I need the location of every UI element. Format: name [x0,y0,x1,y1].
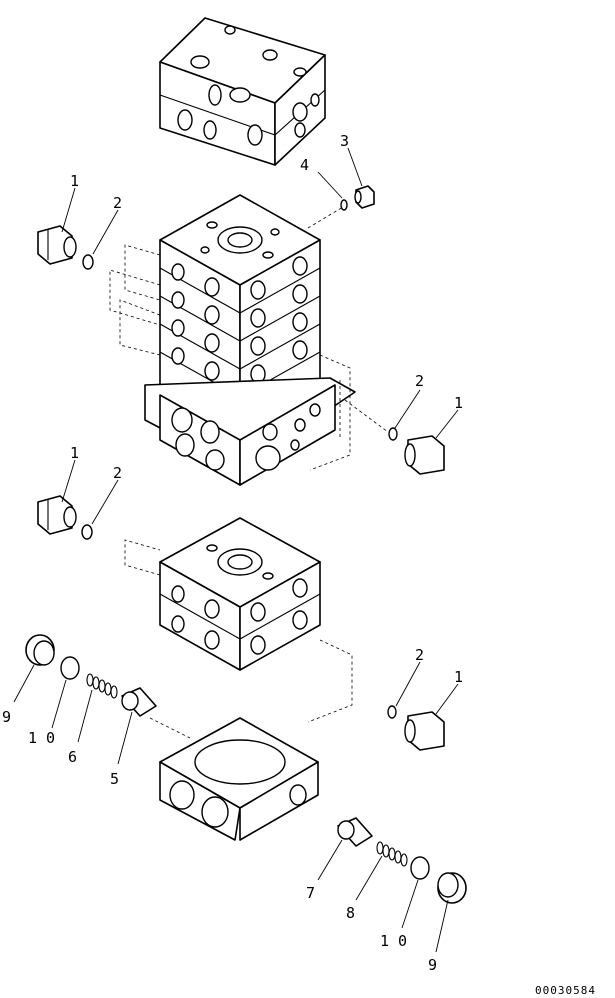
assembly-dashed-lines-main [109,206,389,471]
o-ring-part4 [340,199,348,211]
plug-part1-right-lower [404,711,445,751]
callout-1-lower-left: 1 [70,444,79,462]
callout-labels: 1 2 3 4 2 1 1 2 9 1 0 6 5 2 1 7 8 1 0 9 [2,132,463,974]
plug-part1-right-upper [404,435,445,475]
spring-part6 [86,673,118,699]
drawing-number: 00030584 [535,984,596,997]
callout-2-lower-left: 2 [113,464,122,482]
spring-part8 [376,841,408,867]
callout-1-upper-left: 1 [70,172,79,190]
o-ring-part2-c [81,524,93,540]
callout-1-right-upper: 1 [454,394,463,412]
plug-part9-right [437,872,467,904]
assembly-dashed-lines-middle [124,539,353,739]
o-ring-part2-b [388,427,398,441]
plug-part1-lower-left [37,495,77,535]
plug-part1-upper-left [37,225,77,265]
callout-9-right: 9 [428,956,437,974]
callout-8: 8 [346,904,355,922]
inlet-section [144,377,356,486]
callout-6: 6 [68,748,77,766]
callout-1-right-lower: 1 [454,668,463,686]
o-ring-part2-d [387,705,397,719]
callout-9-left: 9 [2,708,11,726]
piston-part5 [121,687,157,717]
o-ring-part10-right [410,856,430,880]
middle-valve-block [159,517,321,671]
piston-part7 [337,817,373,847]
callout-2-right-lower: 2 [415,646,424,664]
callout-3: 3 [340,132,349,150]
callout-2-upper-left: 2 [113,194,122,212]
callout-7: 7 [306,884,315,902]
plug-part3 [354,185,375,209]
callout-10-right: 1 0 [380,932,407,950]
callout-2-right-upper: 2 [415,372,424,390]
callout-10-left: 1 0 [28,729,55,747]
o-ring-part10-left [60,656,80,680]
leader-lines [13,147,459,953]
top-cover-block [159,17,326,166]
callout-5: 5 [110,770,119,788]
bottom-end-cover [159,717,319,841]
o-ring-part2-a [82,254,94,270]
callout-4: 4 [300,156,309,174]
plug-part9-left [25,634,55,666]
